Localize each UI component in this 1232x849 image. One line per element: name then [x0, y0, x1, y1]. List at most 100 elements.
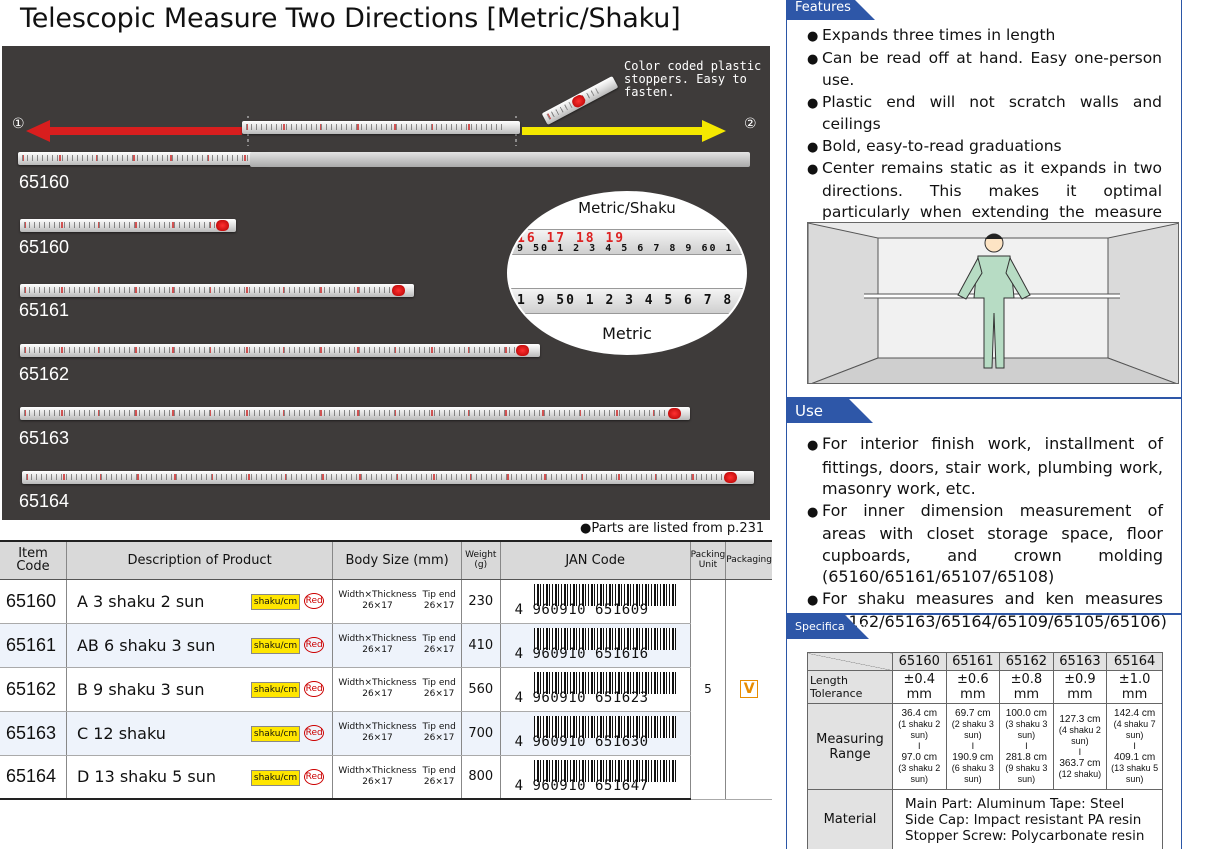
size-label-b: Tip end — [422, 765, 456, 776]
use-list: For interior finish work, installment of… — [807, 433, 1167, 633]
row-code: 65161 — [0, 623, 67, 668]
barcode — [533, 583, 676, 606]
row-jan: 4 960910 651616 — [500, 623, 691, 668]
arrow-left-label: ① — [12, 116, 25, 132]
spec-code: 65162 — [999, 652, 1054, 671]
jan-number: 960910 651623 — [532, 689, 649, 706]
row-jan: 4 960910 651630 — [500, 711, 691, 756]
page-title: Telescopic Measure Two Directions [Metri… — [20, 3, 681, 34]
rod-extended-top — [242, 121, 520, 134]
material-line: Stopper Screw: Polycarbonate resin — [905, 827, 1145, 844]
material-line: Main Part: Aluminum Tape: Steel — [905, 795, 1125, 812]
arrow-right-label: ② — [744, 116, 757, 132]
packaging-mark: V — [740, 680, 759, 698]
person-measuring-illustration — [808, 223, 1178, 383]
row-desc: B 9 shaku 3 sun — [76, 679, 205, 699]
tolerance-value: ±0.4 mm — [892, 670, 947, 704]
photo-code-5: 65163 — [19, 428, 70, 448]
product-photo: ① ② Color coded plastic stoppers. Easy t… — [2, 46, 770, 520]
jan-prefix: 4 — [514, 777, 524, 794]
zoom-top-nums-1: 16 17 18 19 — [517, 231, 626, 246]
specs-heading: Specifications — [787, 615, 871, 639]
spec-table: 65160 65161 65162 65163 65164 Length Tol… — [807, 652, 1163, 849]
spec-code: 65160 — [892, 652, 947, 671]
barcode — [533, 627, 676, 650]
shaku-tag: shaku/cm — [250, 681, 301, 698]
list-item: For interior finish work, installment of… — [807, 433, 1163, 500]
packing-unit: 5 — [690, 579, 727, 800]
spec-code: 65161 — [945, 652, 1001, 671]
size-wt: 26×17 — [362, 733, 393, 743]
row-weight: 800 — [461, 755, 501, 800]
barcode — [533, 715, 676, 738]
shaku-tag: shaku/cm — [250, 769, 301, 786]
photo-code-3: 65161 — [19, 300, 70, 320]
material-label: Material — [807, 789, 893, 849]
size-label-a: Width×Thickness — [338, 590, 417, 600]
tolerance-value: ±1.0 mm — [1106, 670, 1163, 704]
list-item: Can be read off at hand. Easy one-person… — [807, 48, 1162, 92]
row-jan: 4 960910 651647 — [500, 755, 691, 800]
red-tag: Red — [304, 724, 325, 741]
stopper-callout: Color coded plastic stoppers. Easy to fa… — [624, 59, 762, 99]
shaku-tag: shaku/cm — [250, 593, 301, 610]
size-tip: 26×17 — [423, 601, 455, 611]
list-item: For inner dimension measurement of areas… — [807, 500, 1163, 588]
table-header: Item Code Description of Product Body Si… — [0, 540, 772, 580]
size-label-a: Width×Thickness — [338, 722, 417, 732]
jan-prefix: 4 — [514, 645, 524, 662]
col-description: Description of Product — [66, 540, 334, 580]
spec-code: 65163 — [1052, 652, 1108, 671]
jan-prefix: 4 — [514, 733, 524, 750]
jan-number: 960910 651630 — [532, 733, 649, 750]
tolerance-value: ±0.8 mm — [999, 670, 1054, 704]
size-wt: 26×17 — [362, 645, 393, 655]
graduation-zoom: Metric/Shaku 16 17 18 19 9 50 1 2 3 4 5 … — [507, 191, 747, 355]
rod-65160 — [20, 219, 236, 232]
photo-code-4: 65162 — [19, 364, 70, 384]
col-weight: Weight (g) — [461, 540, 501, 580]
zoom-top-nums-2: 9 50 1 2 3 4 5 6 7 8 9 60 1 — [517, 243, 734, 254]
col-packing-unit: Packing Unit — [690, 540, 727, 580]
col-item-code: Item Code — [0, 540, 67, 580]
spec-corner — [807, 652, 893, 671]
packaging-cell: V — [725, 579, 772, 800]
size-wt: 26×17 — [362, 689, 393, 699]
rod-65161 — [20, 284, 414, 297]
tolerance-value: ±0.6 mm — [945, 670, 1001, 704]
size-label-a: Width×Thickness — [338, 678, 417, 688]
row-code: 65160 — [0, 579, 67, 624]
spec-code: 65164 — [1106, 652, 1163, 671]
row-desc: AB 6 shaku 3 sun — [76, 635, 216, 655]
shaku-tag: shaku/cm — [250, 637, 301, 654]
size-tip: 26×17 — [423, 776, 455, 787]
row-weight: 700 — [461, 711, 501, 756]
row-code: 65163 — [0, 711, 67, 756]
rod-extended-body — [250, 152, 750, 167]
size-label-b: Tip end — [422, 590, 456, 600]
size-tip: 26×17 — [423, 733, 455, 743]
row-desc: C 12 shaku — [76, 723, 166, 743]
rod-extended-left — [18, 152, 281, 165]
row-desc: D 13 shaku 5 sun — [76, 767, 216, 787]
red-tag: Red — [304, 768, 325, 785]
parts-note: ●Parts are listed from p.231 — [580, 521, 765, 536]
jan-prefix: 4 — [514, 601, 524, 618]
row-weight: 560 — [461, 667, 501, 712]
row-code: 65162 — [0, 667, 67, 712]
